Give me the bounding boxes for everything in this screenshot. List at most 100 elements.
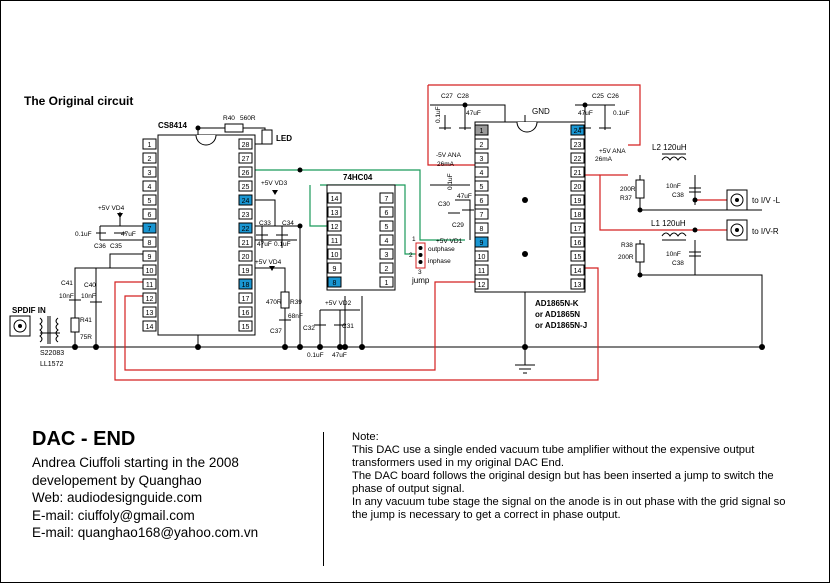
junction-dots	[72, 102, 765, 350]
pin-box	[474, 208, 489, 220]
pin-box	[238, 250, 253, 262]
pin-label: 13	[331, 210, 339, 217]
note-paragraph-3: In any vacuum tube stage the signal on t…	[352, 496, 786, 521]
pin-label: 6	[148, 212, 152, 219]
c31-label: C31	[342, 323, 354, 330]
c38a-value: 10nF	[666, 183, 681, 190]
pin-box	[327, 234, 342, 246]
pin-label: 2	[148, 156, 152, 163]
pin-label: 28	[242, 142, 250, 149]
pin-box	[327, 276, 342, 288]
l1-label: L1 120uH	[651, 219, 686, 228]
pin-box	[238, 278, 253, 290]
pin-label: 7	[148, 226, 152, 233]
xfmr-label-2: LL1572	[40, 361, 63, 368]
pin-label: 22	[574, 156, 582, 163]
pin-box	[474, 180, 489, 192]
pin-box	[142, 250, 157, 262]
ad1865-label: AD1865N-K	[535, 299, 579, 308]
pin-box	[570, 278, 585, 290]
led-symbol	[261, 129, 273, 145]
vd4b-arrow	[269, 266, 275, 271]
pin-box	[474, 250, 489, 262]
c34-value: 0.1uF	[274, 241, 291, 248]
pin-box	[379, 192, 394, 204]
r40-label: R40	[223, 115, 235, 122]
ad1865-notch	[516, 121, 538, 133]
c35-value: 47uF	[121, 231, 136, 238]
pin-box	[142, 292, 157, 304]
l1-inductor	[661, 232, 687, 241]
pin-label: 8	[333, 280, 337, 287]
pin-label: 10	[146, 268, 154, 275]
pin-label: 20	[574, 184, 582, 191]
pin-box	[238, 166, 253, 178]
pin-label: 4	[148, 184, 152, 191]
c27-value: 0.1uF	[435, 106, 442, 123]
pin-box	[142, 278, 157, 290]
pin-box	[474, 264, 489, 276]
credit-line-3: Web: audiodesignguide.com	[32, 490, 203, 505]
c38b-value: 10nF	[666, 251, 681, 258]
pin-label: 14	[574, 268, 582, 275]
pin-box	[570, 180, 585, 192]
pin-label: 3	[385, 252, 389, 259]
pin-box	[142, 180, 157, 192]
pin-box	[142, 138, 157, 150]
pin-box	[570, 236, 585, 248]
pin-box	[238, 194, 253, 206]
pin-label: 23	[574, 142, 582, 149]
pin-box	[327, 206, 342, 218]
pin-box	[238, 208, 253, 220]
pin-label: 13	[574, 282, 582, 289]
jumper-inphase-label: inphase	[428, 258, 451, 265]
c31-value: 47uF	[332, 352, 347, 359]
pin-label: 4	[385, 238, 389, 245]
ad1865-body	[474, 121, 586, 293]
xfmr-label-1: S22083	[40, 350, 64, 357]
pin-label: 2	[385, 266, 389, 273]
r37-resistor	[635, 179, 645, 199]
pin-box	[238, 222, 253, 234]
pin-box	[238, 236, 253, 248]
pin-box	[327, 192, 342, 204]
note-paragraph-2: The DAC board follows the original desig…	[352, 470, 774, 495]
transformer	[39, 316, 59, 344]
c36-label: C36	[94, 243, 106, 250]
pin-box	[570, 194, 585, 206]
ic-ad1865: GND AD1865N-K or AD1865N or AD1865N-J 12…	[474, 107, 587, 330]
pin-label: 17	[242, 296, 250, 303]
pin-label: 21	[574, 170, 582, 177]
pin-label: 25	[242, 184, 250, 191]
r41-value: 75R	[80, 334, 92, 341]
credit-line-4: E-mail: ciuffoly@gmail.com	[32, 507, 195, 523]
pin-label: 15	[242, 324, 250, 331]
pin-label: 5	[480, 184, 484, 191]
c32-label: C32	[303, 325, 315, 332]
pin-label: 7	[385, 196, 389, 203]
pin-label: 12	[146, 296, 154, 303]
c30-label: C30	[438, 201, 450, 208]
l2-inductor	[661, 153, 687, 161]
c41-label: C41	[61, 280, 73, 287]
c37-value: 68nF	[288, 313, 303, 320]
pin-label: 24	[242, 198, 250, 205]
pin-label: 12	[478, 282, 486, 289]
pin-label: 8	[148, 240, 152, 247]
pin-box	[142, 306, 157, 318]
cs8414-label: CS8414	[158, 121, 187, 130]
pin-label: 3	[148, 170, 152, 177]
r38-value: 200R	[618, 254, 634, 261]
vd3-label: +5V VD3	[261, 180, 288, 187]
l2-label: L2 120uH	[652, 143, 687, 152]
r39-resistor	[280, 291, 290, 309]
ad1865-alt1: or AD1865N	[535, 310, 580, 319]
pin-label: 15	[574, 254, 582, 261]
pin-box	[570, 152, 585, 164]
pin-label: 14	[331, 196, 339, 203]
pin-box	[570, 166, 585, 178]
c33-label: C33	[259, 220, 271, 227]
vd4a-label: +5V VD4	[98, 205, 125, 212]
